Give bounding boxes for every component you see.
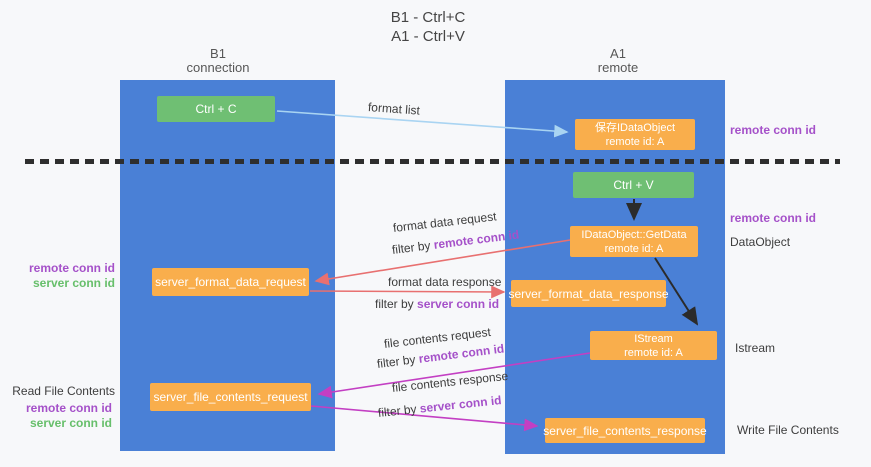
file-contents-response-label: file contents response [391, 368, 509, 395]
right-remote-conn-id-top-label: remote conn id [730, 123, 817, 137]
format-data-response-label: format data response [388, 275, 502, 289]
node-save-dataobject: 保存IDataObject remote id: A [575, 119, 695, 150]
format-data-response-filter-label: filter by server conn id [375, 297, 499, 311]
server-conn-id-key: server conn id [417, 297, 500, 311]
server-conn-id-key: server conn id [419, 393, 503, 416]
left-column-role: connection [186, 60, 250, 75]
node-save-dataobject-line2: remote id: A [605, 135, 665, 148]
node-istream-line2: remote id: A [624, 346, 683, 359]
node-istream: IStream remote id: A [590, 331, 717, 360]
format-data-response-arrow [309, 285, 506, 299]
node-idataobject-getdata: IDataObject::GetData remote id: A [570, 226, 698, 257]
right-column-role: remote [597, 60, 639, 75]
left-remote-conn-id-1-label: remote conn id [28, 261, 115, 275]
node-server-format-data-response: server_format_data_response [508, 280, 669, 307]
node-idataobject-getdata-line2: remote id: A [604, 242, 664, 255]
node-server-file-contents-response: server_file_contents_response [543, 418, 707, 443]
node-server-file-contents-request: server_file_contents_request [150, 383, 311, 411]
left-column-header: B1 connection [158, 47, 278, 75]
left-remote-conn-id-2-label: remote conn id [25, 401, 112, 415]
node-server-format-data-request-label: server_format_data_request [155, 275, 306, 289]
left-conn-id-stack-2: remote conn id server conn id [15, 401, 112, 431]
node-server-file-contents-request-label: server_file_contents_request [153, 390, 308, 404]
node-save-dataobject-line1: 保存IDataObject [594, 121, 676, 134]
node-ctrl-c: Ctrl + C [157, 96, 275, 122]
left-server-conn-id-2-label: server conn id [29, 416, 112, 430]
right-dataobject-label: DataObject [730, 235, 791, 249]
node-ctrl-v-label: Ctrl + V [613, 178, 654, 192]
left-server-conn-id-1-label: server conn id [32, 276, 115, 290]
format-list-label: format list [367, 100, 421, 118]
right-istream-label: Istream [735, 341, 776, 355]
filter-by-text: filter by [391, 238, 432, 257]
right-column-header: A1 remote [558, 47, 678, 75]
filter-by-text: filter by [377, 401, 418, 420]
left-column-name: B1 [210, 46, 226, 61]
node-idataobject-getdata-line1: IDataObject::GetData [581, 228, 687, 241]
file-contents-response-filter-label: filter by server conn id [377, 393, 502, 420]
diagram-title: B1 - Ctrl+C A1 - Ctrl+V [0, 8, 856, 46]
node-server-format-data-request: server_format_data_request [152, 268, 309, 296]
left-read-file-contents-label: Read File Contents [12, 384, 115, 398]
diagram-title-line2: A1 - Ctrl+V [391, 28, 465, 45]
left-conn-id-stack-1: remote conn id server conn id [18, 261, 115, 291]
right-remote-conn-id-mid-label: remote conn id [730, 211, 817, 225]
right-column-name: A1 [610, 46, 626, 61]
clipboard-boundary-divider [25, 159, 840, 164]
node-ctrl-c-label: Ctrl + C [195, 102, 237, 116]
node-server-file-contents-response-label: server_file_contents_response [543, 423, 707, 438]
diagram-title-line1: B1 - Ctrl+C [390, 9, 466, 26]
filter-by-text: filter by [375, 297, 414, 311]
node-ctrl-v: Ctrl + V [573, 172, 694, 198]
node-istream-line1: IStream [634, 332, 673, 345]
right-write-file-contents-label: Write File Contents [737, 423, 839, 437]
filter-by-text: filter by [376, 352, 417, 371]
node-server-format-data-response-label: server_format_data_response [508, 286, 669, 301]
